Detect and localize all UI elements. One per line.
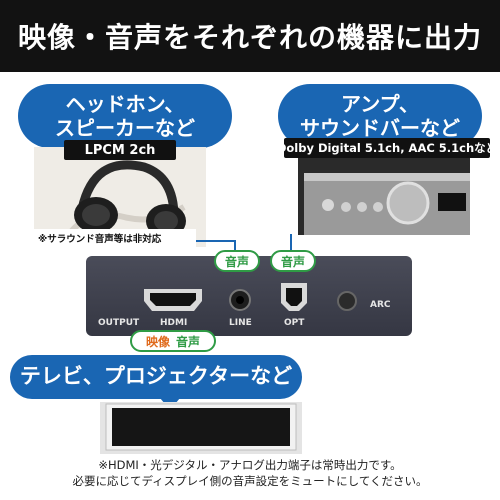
- hdmi-port-icon: [144, 289, 202, 311]
- surround-note: ※サラウンド音声等は非対応: [34, 229, 196, 247]
- footer-line-1: ※HDMI・光デジタル・アナログ出力端子は常時出力です。: [98, 458, 402, 472]
- bubble-line-2: スピーカーなど: [55, 116, 195, 140]
- arc-jack-icon: [337, 291, 357, 311]
- optical-port-icon: [281, 283, 307, 311]
- tv-projector-bubble: テレビ、プロジェクターなど: [10, 355, 302, 399]
- amplifier-photo: [298, 155, 470, 235]
- line-audio-tag: 音声: [214, 250, 260, 272]
- port-label-output: OUTPUT: [98, 318, 140, 328]
- dolby-format-label: Dolby Digital 5.1ch, AAC 5.1chなど: [277, 138, 497, 158]
- page-title: 映像・音声をそれぞれの機器に出力: [0, 0, 500, 72]
- footer-note: ※HDMI・光デジタル・アナログ出力端子は常時出力です。 必要に応じてディスプレ…: [0, 458, 500, 489]
- connector-line: [196, 240, 236, 242]
- bubble-line-2: サウンドバーなど: [300, 116, 460, 140]
- port-label-arc: ARC: [370, 300, 391, 310]
- connector-line: [234, 240, 236, 256]
- hdmi-av-tag: 映像 音声: [130, 330, 216, 352]
- port-label-line: LINE: [229, 318, 252, 328]
- footer-line-2: 必要に応じてディスプレイ側の音声設定をミュートにしてください。: [72, 473, 428, 488]
- video-label: 映像: [145, 334, 170, 349]
- headphones-speakers-bubble: ヘッドホン、 スピーカーなど: [18, 84, 232, 148]
- bubble-line-1: ヘッドホン、: [65, 91, 185, 116]
- amp-soundbar-bubble: アンプ、 サウンドバーなど: [278, 84, 482, 148]
- port-label-hdmi: HDMI: [160, 318, 188, 328]
- connector-line: [290, 234, 292, 256]
- television-icon: [100, 402, 302, 454]
- port-label-opt: OPT: [284, 318, 305, 328]
- audio-label: 音声: [176, 334, 201, 349]
- bubble-line-1: アンプ、: [341, 91, 419, 116]
- lpcm-format-label: LPCM 2ch: [64, 140, 176, 160]
- line-jack-icon: [229, 289, 251, 311]
- opt-audio-tag: 音声: [270, 250, 316, 272]
